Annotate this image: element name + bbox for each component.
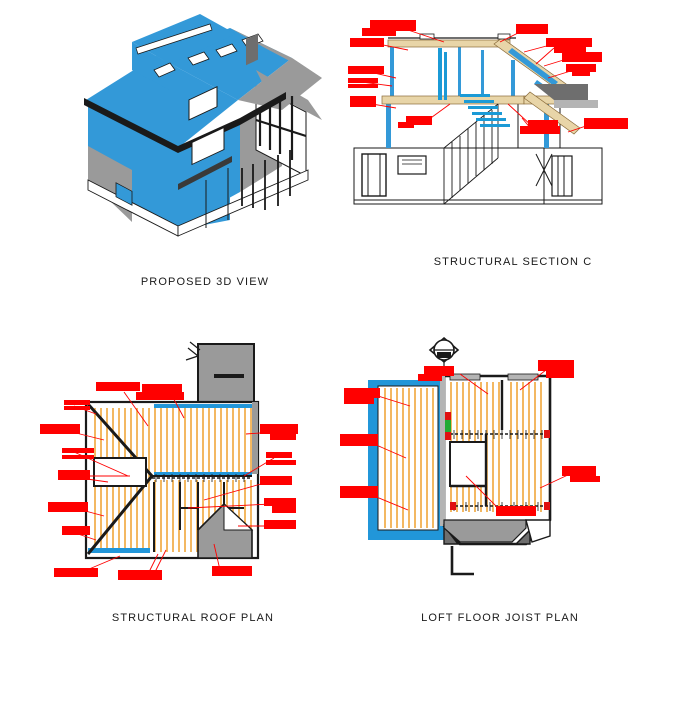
roof-plan-structure bbox=[84, 341, 260, 560]
loft-plan-annotations bbox=[340, 360, 600, 516]
loft-plan-structure bbox=[368, 373, 552, 576]
structural-roof-plan-drawing bbox=[40, 341, 298, 580]
house-3d-body bbox=[84, 14, 322, 237]
caption-loft-floor-joist-plan: LOFT FLOOR JOIST PLAN bbox=[421, 612, 579, 624]
panel-proposed-3d-view[interactable]: PROPOSED 3D VIEW bbox=[60, 8, 350, 298]
panel-loft-floor-joist-plan[interactable]: LOFT FLOOR JOIST PLAN bbox=[340, 330, 660, 650]
loft-floor-joist-plan-drawing bbox=[340, 336, 600, 576]
caption-structural-roof-plan: STRUCTURAL ROOF PLAN bbox=[111, 612, 275, 624]
proposed-3d-view-drawing bbox=[84, 14, 322, 237]
house-3d-windows bbox=[115, 33, 307, 228]
chimney-stack bbox=[197, 343, 255, 403]
section-annotations bbox=[348, 20, 628, 134]
structural-section-c-drawing bbox=[348, 20, 628, 205]
caption-proposed-3d-view: PROPOSED 3D VIEW bbox=[140, 276, 270, 288]
panel-structural-roof-plan[interactable]: STRUCTURAL ROOF PLAN bbox=[38, 330, 348, 650]
caption-structural-section-c: STRUCTURAL SECTION C bbox=[433, 256, 593, 268]
panel-structural-section-c[interactable]: STRUCTURAL SECTION C bbox=[348, 8, 678, 298]
blue-stair-hatch bbox=[438, 48, 510, 127]
roof-plan-annotations bbox=[40, 382, 298, 580]
